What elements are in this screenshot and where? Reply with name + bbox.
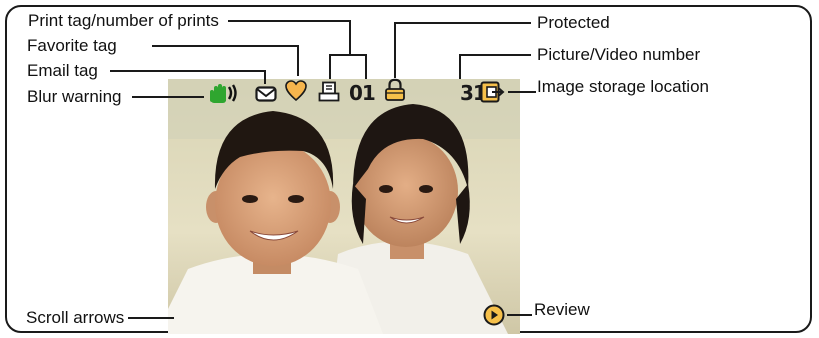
label-picture-video-number: Picture/Video number: [537, 45, 701, 64]
review-play-icon[interactable]: [483, 304, 505, 326]
print-tag-icon: [318, 81, 340, 102]
label-image-storage-location: Image storage location: [537, 77, 709, 96]
label-review: Review: [534, 300, 590, 319]
protected-lock-icon: [385, 78, 405, 101]
email-envelope-icon: [255, 86, 277, 102]
blur-warning-hand-icon: [210, 84, 237, 103]
picture-number: 31: [460, 81, 487, 105]
label-print-tag: Print tag/number of prints: [28, 11, 219, 30]
print-count: 01: [349, 81, 376, 105]
storage-card-icon: [480, 81, 505, 103]
camera-photo: [168, 79, 520, 334]
favorite-heart-icon: [285, 80, 307, 102]
label-email-tag: Email tag: [27, 61, 98, 80]
label-scroll-arrows: Scroll arrows: [26, 308, 125, 327]
label-protected: Protected: [537, 13, 610, 32]
label-favorite-tag: Favorite tag: [27, 36, 117, 55]
label-blur-warning: Blur warning: [27, 87, 122, 106]
